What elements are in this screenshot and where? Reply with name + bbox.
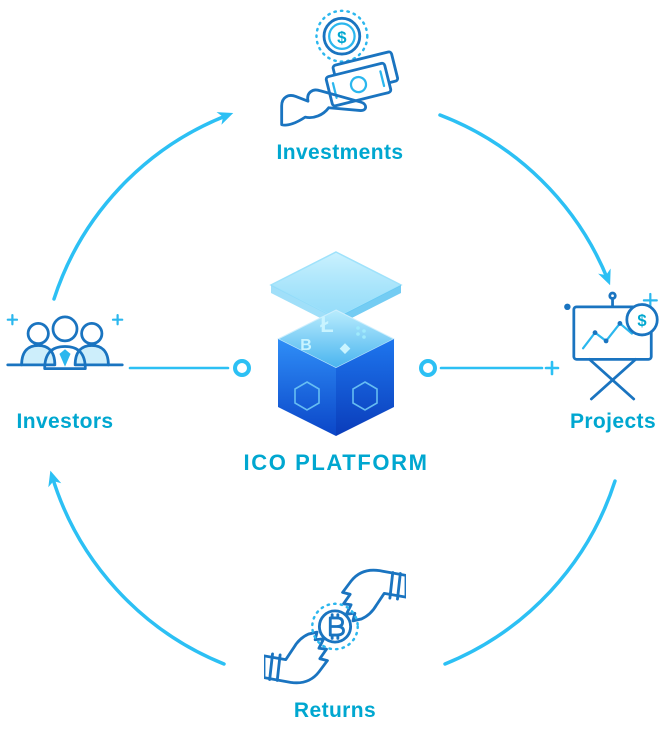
bitcoin-handshake-icon — [264, 568, 406, 685]
left-person-body — [20, 344, 57, 367]
projects-label: Projects — [569, 410, 657, 433]
presentation-chart-icon: $ — [564, 291, 659, 401]
dollar-coin — [625, 303, 659, 337]
dollar-symbol: $ — [637, 311, 646, 330]
investors-group-icon — [6, 313, 124, 370]
arc-returns-to-investors — [48, 470, 226, 666]
decor-dot — [564, 303, 571, 311]
arc-investors-to-investments — [52, 112, 234, 301]
investors-node: Investors — [2, 300, 128, 434]
easel-legs — [588, 357, 637, 401]
right-person-body — [73, 344, 110, 367]
right-person-head — [80, 322, 104, 346]
litecoin-symbol: Ł — [320, 312, 333, 337]
coin-inner-ring — [328, 22, 356, 51]
right-connector-plus-icon — [544, 360, 560, 376]
investments-label: Investments — [276, 141, 404, 164]
decor-plus-icons — [6, 313, 124, 326]
bitcoin-symbol — [328, 613, 345, 640]
money-in-hand-icon: $ — [280, 9, 400, 127]
ico-cube-icon: Ł B ◆ — [269, 251, 403, 436]
cube-lid — [269, 251, 403, 319]
left-person-head — [26, 322, 50, 346]
dots-cluster — [356, 326, 366, 339]
open-hand — [280, 88, 368, 127]
returns-label: Returns — [293, 699, 377, 722]
returns-node: Returns — [262, 560, 408, 723]
arc-investments-to-projects — [438, 113, 611, 286]
center-person-head — [51, 315, 79, 343]
coin-dotted-ring — [311, 602, 359, 651]
right-connector-ring — [419, 359, 437, 377]
projects-node: $ Projects — [560, 288, 666, 434]
investors-label: Investors — [16, 410, 114, 433]
cube-lid-edge-right — [336, 285, 401, 326]
center-person-body — [43, 345, 87, 370]
ico-platform-label: ICO PLATFORM — [243, 450, 429, 475]
hexagon-decor-right — [352, 381, 378, 411]
lower-hand — [264, 630, 329, 685]
coin-dotted-ring — [315, 9, 369, 63]
cube-left-face — [278, 339, 336, 436]
tie — [59, 349, 71, 367]
decor-plus-icon — [642, 292, 658, 308]
left-connector-ring — [233, 359, 251, 377]
hexagon-decor-left — [294, 381, 320, 411]
ethereum-symbol: ◆ — [339, 340, 351, 355]
investments-node: $ Investments — [254, 8, 426, 165]
bitcoin-symbol: B — [300, 337, 312, 354]
ico-platform-node: Ł B ◆ ICO PLATFORM — [244, 246, 427, 476]
cube-right-face — [336, 339, 394, 436]
dollar-symbol: $ — [337, 28, 347, 47]
chart-points — [592, 321, 623, 344]
arc-projects-to-returns — [443, 479, 617, 666]
cube-lid-edge-left — [271, 285, 336, 326]
